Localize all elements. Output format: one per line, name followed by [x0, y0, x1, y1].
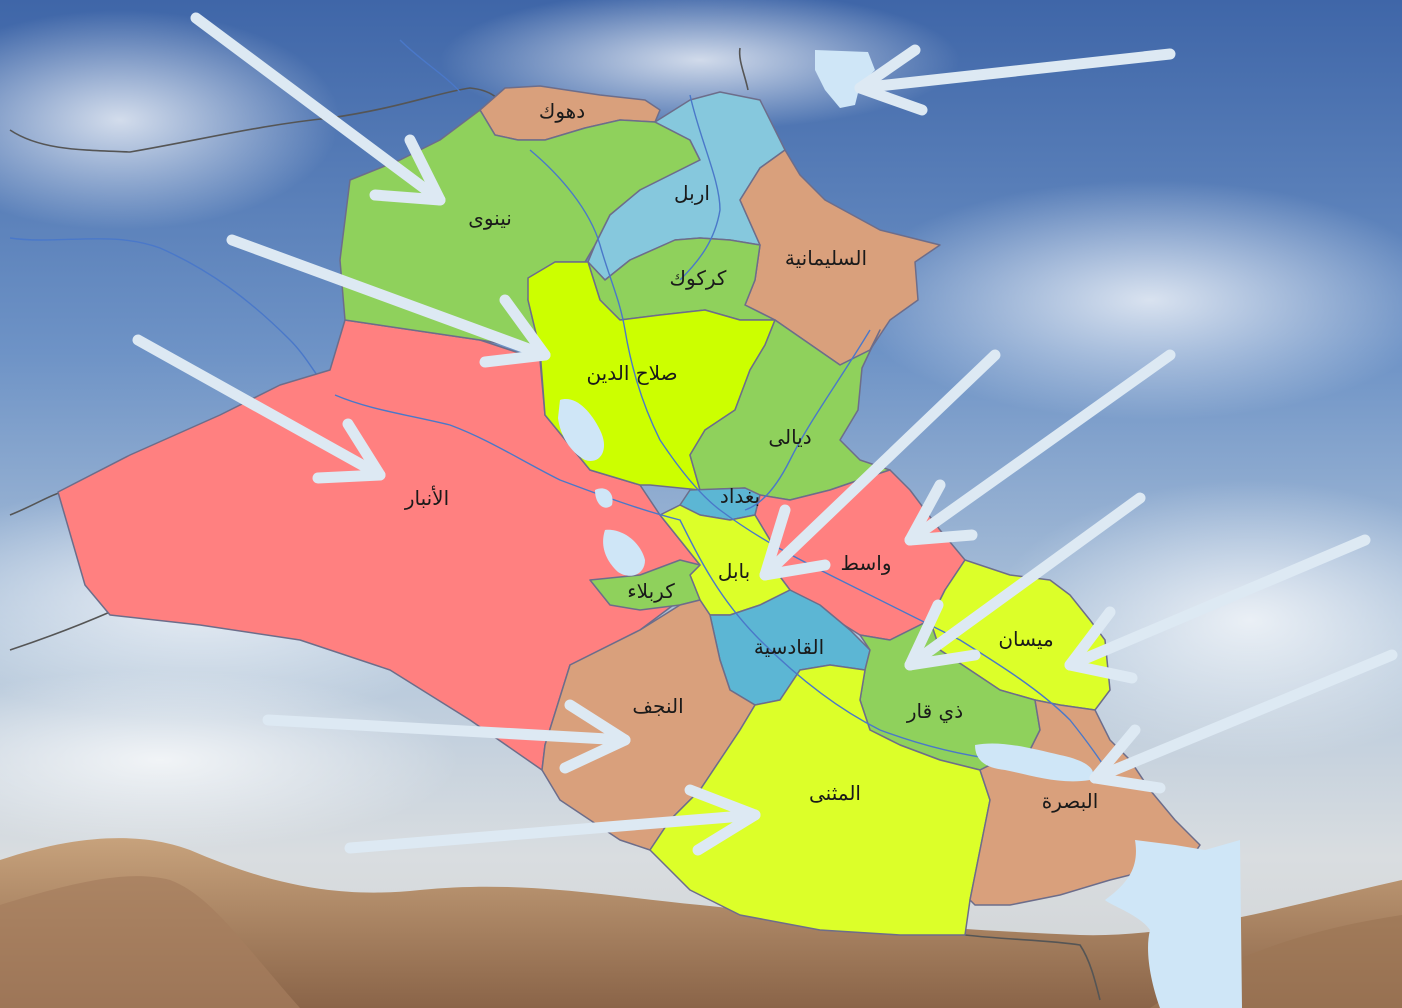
arrow-to-dhiqar: [904, 492, 1146, 671]
lake-razazah: [603, 529, 645, 576]
internal-rivers: [334, 94, 1111, 776]
arrow-to-muthanna: [344, 784, 761, 856]
label-ninawa: نينوى: [468, 206, 512, 230]
label-erbil: اربل: [674, 181, 710, 205]
tigris-upstream: [399, 39, 461, 93]
label-najaf: النجف: [632, 694, 683, 718]
great-zab-river: [679, 94, 721, 281]
arrow-to-babil: [759, 349, 1001, 581]
arrow-to-anbar: [132, 334, 386, 484]
label-sulaymaniyah: السليمانية: [785, 246, 867, 270]
arrow-to-lake-dukan: [854, 44, 1176, 116]
northern-border-line: [9, 87, 502, 153]
province-karbala[interactable]: [589, 559, 701, 611]
label-maysan: ميسان: [998, 627, 1053, 651]
lake-tharthar: [558, 399, 605, 461]
tigris-river: [529, 149, 1111, 776]
label-qadisiyah: القادسية: [754, 635, 824, 659]
cloud: [0, 670, 460, 850]
arrow-to-ninawa: [190, 12, 446, 206]
lake-dukan: [815, 50, 875, 108]
water-bodies: [558, 50, 1242, 1008]
sand-dunes: [0, 838, 1402, 1008]
southern-border-line: [964, 934, 1101, 1001]
dune-ridge: [0, 876, 300, 1008]
country-borders: [9, 47, 1101, 1001]
label-basra: البصرة: [1042, 789, 1099, 813]
label-salahaddin: صلاح الدين: [586, 361, 677, 385]
arrow-to-najaf: [262, 699, 631, 774]
label-muthanna: المثنى: [809, 781, 861, 805]
persian-gulf: [1105, 840, 1242, 1008]
label-diyala: ديالى: [768, 425, 811, 449]
marshes: [975, 743, 1094, 782]
diyala-river: [744, 329, 871, 511]
label-babil: بابل: [718, 559, 750, 583]
label-duhok: دهوك: [539, 99, 585, 123]
label-anbar: الأنبار: [404, 486, 449, 510]
arrow-to-wasit: [904, 349, 1176, 546]
arrow-to-basra: [1089, 649, 1398, 794]
arrow-to-maysan: [1064, 534, 1371, 684]
label-baghdad: بغداد: [720, 484, 760, 508]
label-dhiqar: ذي قار: [906, 699, 963, 724]
province-labels: دهوك نينوى اربل السليمانية كركوك صلاح ال…: [404, 99, 1098, 813]
southwest-border-line: [9, 611, 111, 651]
arrow-to-salahaddin: [226, 234, 551, 368]
euphrates-river: [334, 394, 1111, 776]
lake-habbaniyah: [595, 488, 613, 508]
euphrates-upstream: [9, 237, 336, 396]
label-kirkuk: كركوك: [670, 266, 727, 290]
rivers: [9, 39, 461, 396]
label-karbala: كربلاء: [627, 579, 675, 603]
label-wasit: واسط: [841, 551, 892, 575]
northeast-border-line: [738, 47, 749, 91]
pointer-arrows: [132, 12, 1398, 856]
